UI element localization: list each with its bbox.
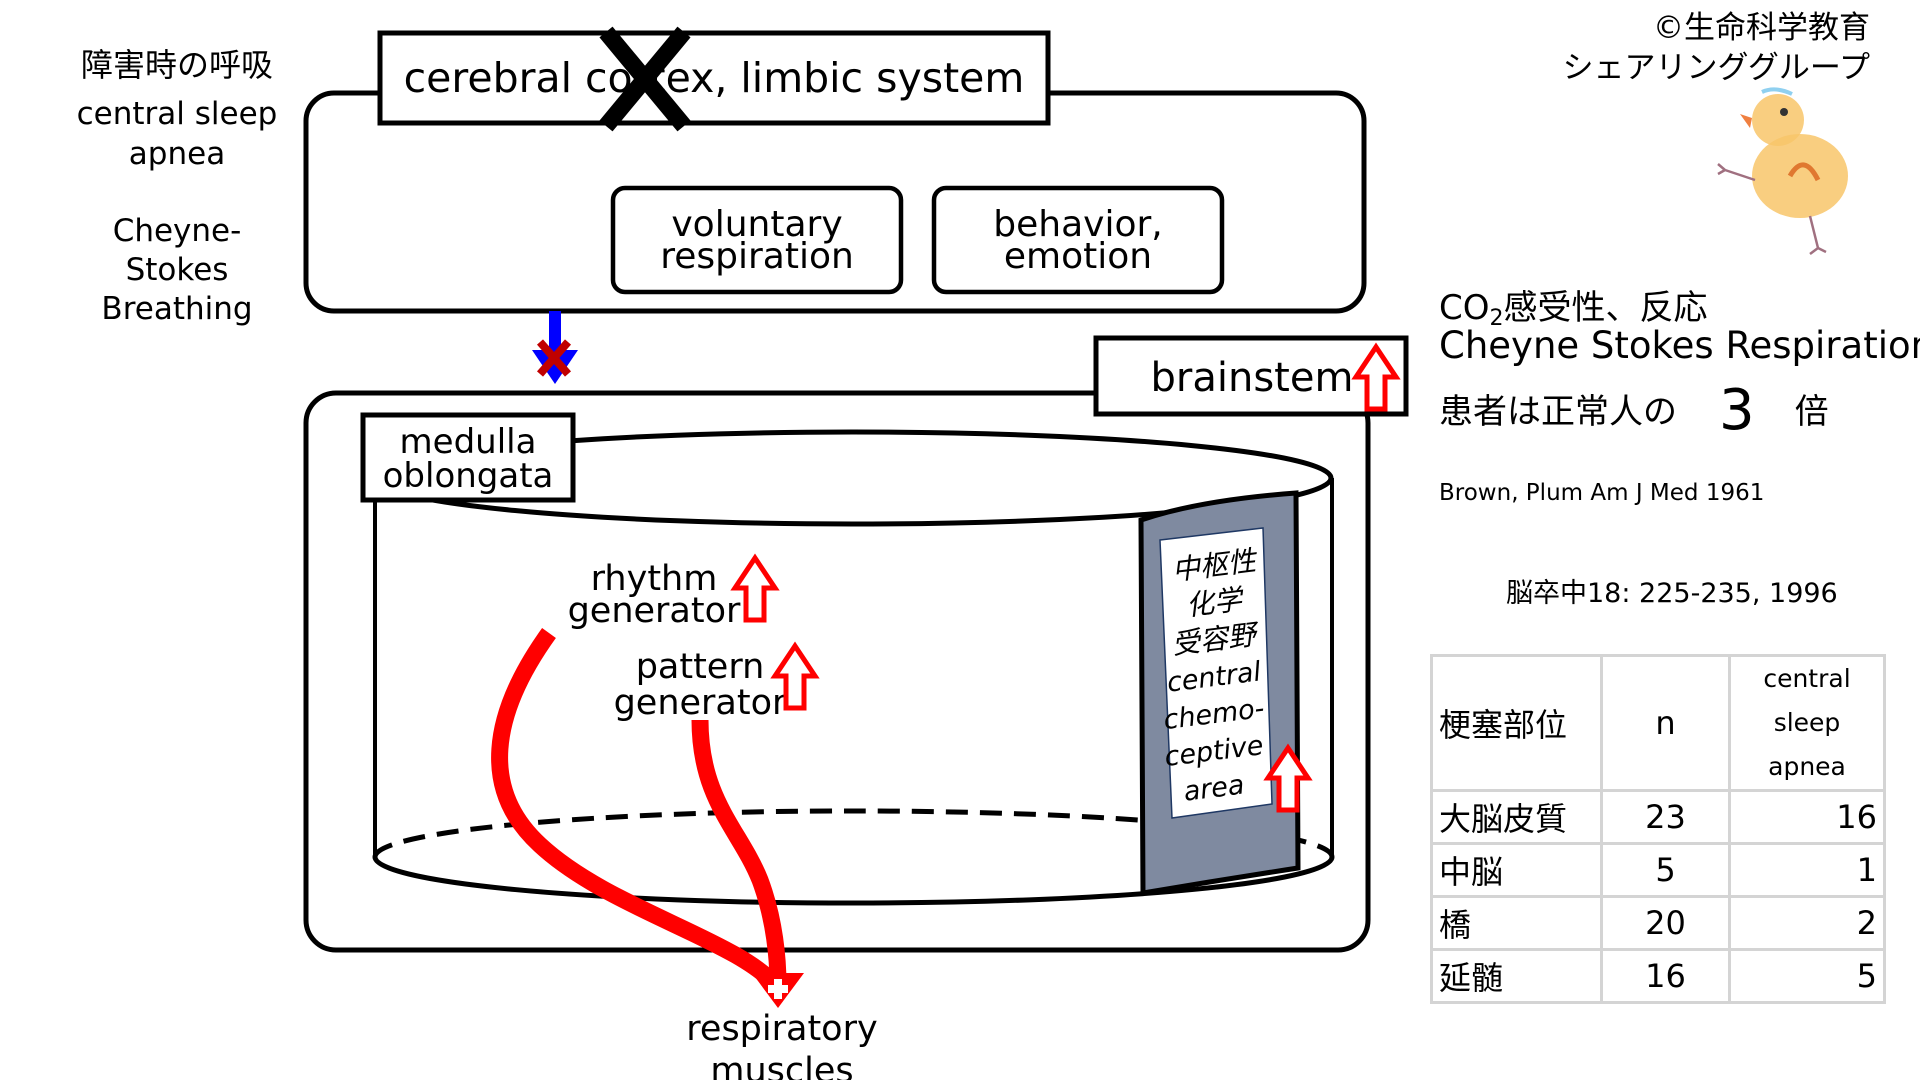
brainstem-increase-arrow-icon — [1351, 342, 1401, 412]
co2-suffix: 感受性、反応 — [1503, 288, 1708, 328]
ratio-prefix: 患者は正常人の — [1439, 392, 1677, 432]
infarct-site-table: 梗塞部位 n central sleep apnea 大脳皮質 23 16 中脳… — [1430, 654, 1886, 1004]
cell-n: 5 — [1600, 842, 1731, 898]
reference-stroke-journal: 脳卒中18: 225-235, 1996 — [1506, 578, 1838, 609]
cortex-label: cerebral cortex, limbic system — [404, 54, 1025, 102]
behavior-line-1: behavior, — [993, 204, 1162, 245]
muscles-line-2: muscles — [710, 1051, 853, 1080]
table-row: 中脳 5 1 — [1430, 842, 1886, 898]
brainstem-region-box — [303, 390, 1371, 953]
co2-prefix: CO — [1439, 288, 1490, 328]
medulla-line-1: medulla — [400, 422, 537, 462]
medulla-label-box — [360, 412, 576, 503]
blocked-descending-arrow-icon — [532, 311, 578, 384]
brainstem-label: brainstem — [1151, 355, 1354, 401]
voluntary-respiration-box — [610, 185, 904, 295]
rhythm-increase-arrow-icon — [730, 553, 780, 623]
voluntary-line-2: respiration — [660, 236, 854, 277]
co2-sensitivity-heading: CO2感受性、反応 — [1439, 280, 1708, 331]
cell-csa: 16 — [1728, 789, 1886, 845]
blocked-x-icon — [599, 26, 691, 132]
chemoreceptor-increase-arrow-icon — [1263, 743, 1313, 813]
cell-n: 16 — [1600, 948, 1731, 1004]
header-csa-line-1: central — [1763, 664, 1851, 693]
csb-line-2: Stokes — [125, 252, 229, 288]
csa-line-2: apnea — [128, 136, 226, 172]
central-sleep-apnea-label: central sleep apnea — [66, 94, 288, 174]
csb-line-3: Breathing — [101, 291, 253, 327]
table-row: 大脳皮質 23 16 — [1430, 789, 1886, 845]
csa-line-1: central sleep — [76, 96, 278, 132]
behavior-emotion-box — [931, 185, 1225, 295]
cell-csa: 2 — [1728, 895, 1886, 951]
chick-mascot-icon — [1717, 87, 1848, 255]
medulla-line-2: oblongata — [383, 456, 554, 496]
impaired-breathing-title: 障害時の呼吸 — [80, 46, 273, 84]
header-csa-line-2: sleep — [1773, 708, 1841, 737]
voluntary-line-1: voluntary — [671, 204, 842, 245]
chemo-label-line: area — [1182, 769, 1246, 807]
table-header-row: 梗塞部位 n central sleep apnea — [1430, 654, 1886, 792]
co2-subscript: 2 — [1489, 306, 1504, 331]
pattern-line-1: pattern — [636, 647, 765, 687]
rhythm-line-2: generator — [568, 591, 741, 631]
header-csa-line-3: apnea — [1768, 752, 1846, 781]
cell-csa: 5 — [1728, 948, 1886, 1004]
motor-pathways — [491, 628, 804, 1008]
behavior-line-2: emotion — [1004, 236, 1152, 277]
cortex-label-box — [377, 30, 1051, 126]
cell-n: 20 — [1600, 895, 1731, 951]
cheyne-stokes-label: Cheyne- Stokes Breathing — [66, 212, 288, 329]
copyright-line-1: ©生命科学教育 — [1653, 10, 1870, 46]
cell-n: 23 — [1600, 789, 1731, 845]
ratio-value: 3 — [1719, 378, 1755, 443]
cell-csa: 1 — [1728, 842, 1886, 898]
csr-heading: Cheyne Stokes Respiration — [1439, 324, 1920, 367]
header-site: 梗塞部位 — [1430, 654, 1603, 792]
cell-site: 大脳皮質 — [1430, 789, 1603, 845]
pattern-line-2: generator — [614, 683, 787, 723]
cell-site: 中脳 — [1430, 842, 1603, 898]
cell-site: 延髄 — [1430, 948, 1603, 1004]
rhythm-line-1: rhythm — [591, 559, 718, 599]
header-csa: central sleep apnea — [1728, 654, 1886, 792]
reference-brown-plum: Brown, Plum Am J Med 1961 — [1439, 480, 1765, 506]
chemo-label-line: 化学 — [1184, 582, 1247, 622]
ratio-suffix: 倍 — [1794, 392, 1829, 432]
cell-site: 橋 — [1430, 895, 1603, 951]
table-row: 橋 20 2 — [1430, 895, 1886, 951]
header-n: n — [1600, 654, 1731, 792]
table-row: 延髄 16 5 — [1430, 948, 1886, 1004]
copyright-notice: ©生命科学教育 シェアリンググループ — [1540, 8, 1870, 88]
copyright-line-2: シェアリンググループ — [1562, 50, 1870, 86]
muscles-line-1: respiratory — [686, 1009, 877, 1049]
pattern-increase-arrow-icon — [770, 641, 820, 711]
csb-line-1: Cheyne- — [112, 213, 242, 249]
